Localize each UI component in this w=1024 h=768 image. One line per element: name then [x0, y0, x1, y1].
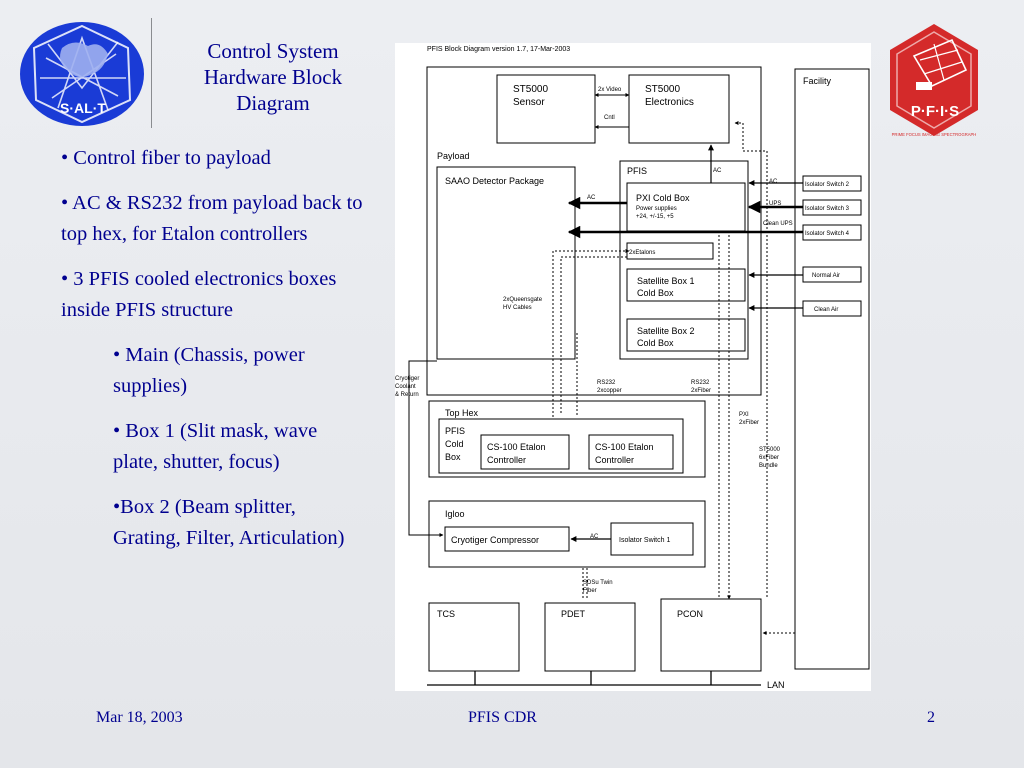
pfis-cold-box-label-1: PFIS — [445, 426, 465, 436]
satellite-box-2-label-1: Satellite Box 2 — [637, 326, 695, 336]
salt-logo-text: S·AL·T — [60, 100, 106, 116]
ac-label-igloo: AC — [590, 534, 599, 540]
cs100-a-label-2: Controller — [487, 455, 526, 465]
normal-air-label: Normal Air — [812, 273, 840, 279]
bullet-item: • 3 PFIS cooled electronics boxes inside… — [61, 268, 337, 321]
satellite-box-2 — [626, 318, 746, 352]
st5000-electronics-label-2: Electronics — [645, 97, 694, 108]
queensgate-label-1: 2xQueensgate — [503, 297, 543, 303]
st5000-electronics-box — [628, 74, 730, 144]
ac-label-facility: AC — [769, 179, 778, 185]
rs232-fiber-label-2: 2xFiber — [691, 388, 711, 394]
payload-label: Payload — [437, 151, 470, 161]
pfis-cold-box-label-2: Cold — [445, 439, 464, 449]
sdsu-twin-label-2: Fiber — [583, 588, 597, 594]
rs232-copper-label-1: RS232 — [597, 380, 616, 386]
cryotiger-compressor-label: Cryotiger Compressor — [451, 535, 539, 545]
clean-air-label: Clean Air — [814, 307, 838, 313]
pdet-box — [544, 602, 636, 672]
st5000-electronics-label-1: ST5000 — [645, 84, 680, 95]
sub-bullet-item: • Box 1 (Slit mask, wave plate, shutter,… — [113, 420, 318, 473]
pxi-fiber-label-1: PXI — [739, 412, 749, 418]
isolator-switch-3-label: Isolator Switch 3 — [805, 206, 850, 212]
cs100-a-label-1: CS-100 Etalon — [487, 442, 546, 452]
top-hex-label: Top Hex — [445, 408, 479, 418]
sub-bullet-item: • Main (Chassis, power supplies) — [113, 344, 305, 397]
ups-label: UPS — [769, 201, 781, 207]
cs100-b-label-1: CS-100 Etalon — [595, 442, 654, 452]
power-supplies-label: Power supplies — [636, 206, 677, 212]
pfis-label: PFIS — [627, 166, 647, 176]
st5000-bundle-label-2: 6xFiber — [759, 455, 779, 461]
clean-ups-label: Clean UPS — [763, 221, 793, 227]
bullet-list: • Control fiber to payload • AC & RS232 … — [61, 143, 366, 568]
pfis-cold-box-tophex — [438, 418, 684, 474]
satellite-box-1-label-1: Satellite Box 1 — [637, 276, 695, 286]
ac-label-vertical: AC — [713, 168, 722, 174]
isolator-switch-1-label: Isolator Switch 1 — [619, 537, 670, 544]
st5000-bundle-label-1: ST5000 — [759, 447, 781, 453]
ac-label-saao: AC — [587, 195, 596, 201]
diagram-header: PFIS Block Diagram version 1.7, 17-Mar-2… — [427, 46, 570, 53]
cryotiger-coolant-label-3: & Return — [395, 392, 419, 398]
salt-logo: S·AL·T — [18, 18, 152, 128]
sub-bullet-item: •Box 2 (Beam splitter, Grating, Filter, … — [113, 496, 345, 549]
tcs-box — [428, 602, 520, 672]
top-hex-box — [428, 400, 706, 478]
bullet-item: • Control fiber to payload — [61, 147, 271, 169]
cryotiger-compressor-box — [444, 526, 570, 552]
cryotiger-coolant-label-2: Coolant — [395, 384, 416, 390]
cs100-b-label-2: Controller — [595, 455, 634, 465]
rs232-fiber-label-1: RS232 — [691, 380, 710, 386]
tcs-label: TCS — [437, 609, 455, 619]
pfis-cold-box-label-3: Box — [445, 452, 461, 462]
queensgate-label-2: HV Cables — [503, 305, 532, 311]
pdet-label: PDET — [561, 609, 586, 619]
pfis-logo-text: P·F·I·S — [911, 103, 959, 120]
saao-detector-box — [436, 166, 576, 360]
st5000-sensor-box — [496, 74, 596, 144]
satellite-box-1 — [626, 268, 746, 302]
st5000-sensor-label-2: Sensor — [513, 97, 545, 108]
isolator-switch-2-label: Isolator Switch 2 — [805, 182, 850, 188]
facility-label: Facility — [803, 76, 832, 86]
cntl-label: Cntl — [604, 115, 615, 121]
cryotiger-coolant-label-1: Cryotiger — [395, 376, 419, 382]
satellite-box-1-label-2: Cold Box — [637, 288, 674, 298]
lan-label: LAN — [767, 680, 785, 690]
cs100-a-box — [480, 434, 570, 470]
power-values-label: +24, +/-15, +5 — [636, 214, 674, 220]
pcon-label: PCON — [677, 609, 703, 619]
pfis-box — [619, 160, 749, 360]
isolator-switch-4-label: Isolator Switch 4 — [805, 231, 850, 237]
pfis-logo: P·F·I·S PRIME FOCUS IMAGING SPECTROGRAPH — [874, 20, 994, 140]
igloo-box — [428, 500, 706, 568]
satellite-box-2-label-2: Cold Box — [637, 338, 674, 348]
etalons-label: 2xEtalons — [629, 250, 655, 256]
video-label: 2x Video — [598, 87, 622, 93]
facility-box — [794, 68, 870, 670]
igloo-label: Igloo — [445, 509, 465, 519]
pcon-box — [660, 598, 762, 672]
block-diagram: PFIS Block Diagram version 1.7, 17-Mar-2… — [395, 43, 871, 691]
cs100-b-box — [588, 434, 674, 470]
footer-page-number: 2 — [927, 709, 935, 726]
st5000-sensor-label-1: ST5000 — [513, 84, 548, 95]
slide-title: Control System Hardware Block Diagram — [203, 39, 343, 115]
sdsu-twin-label-1: SDSu Twin — [583, 580, 613, 586]
saao-label: SAAO Detector Package — [445, 176, 544, 186]
pxi-fiber-label-2: 2xFiber — [739, 420, 759, 426]
rs232-copper-label-2: 2xcopper — [597, 388, 622, 394]
footer-date: Mar 18, 2003 — [96, 709, 183, 726]
pfis-logo-tagline: PRIME FOCUS IMAGING SPECTROGRAPH — [892, 132, 977, 137]
st5000-bundle-label-3: Bundle — [759, 463, 778, 469]
pxi-cold-box-label: PXI Cold Box — [636, 193, 690, 203]
bullet-item: • AC & RS232 from payload back to top he… — [61, 192, 363, 245]
footer-center: PFIS CDR — [468, 709, 537, 726]
